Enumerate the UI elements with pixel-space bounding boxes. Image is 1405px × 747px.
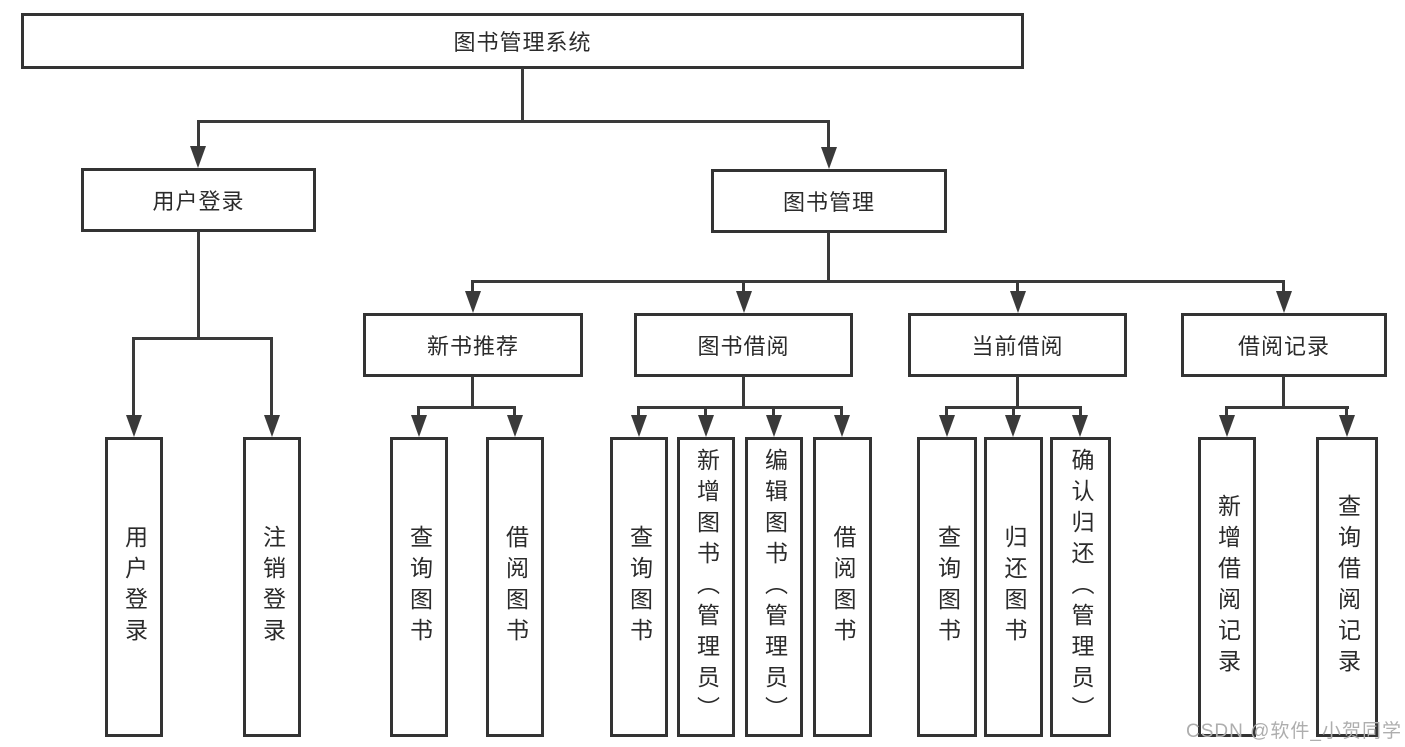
node-user-login: 用户登录 <box>81 168 316 232</box>
node-label: 编辑图书（管理员） <box>761 447 788 727</box>
connector-line <box>1225 407 1228 416</box>
arrow-down-icon <box>1005 415 1021 437</box>
connector-line <box>840 407 843 416</box>
node-library-management-system: 图书管理系统 <box>21 13 1024 69</box>
leaf-borrow-books-recommend: 借阅图书 <box>486 437 544 737</box>
leaf-return-books: 归还图书 <box>984 437 1043 737</box>
leaf-add-borrow-record: 新增借阅记录 <box>1198 437 1256 737</box>
node-borrowing-records: 借阅记录 <box>1181 313 1387 377</box>
node-book-management: 图书管理 <box>711 169 947 233</box>
arrow-down-icon <box>1219 415 1235 437</box>
connector-line <box>197 120 830 123</box>
node-label: 注销登录 <box>259 525 286 649</box>
connector-line <box>742 281 745 292</box>
leaf-query-books-recommend: 查询图书 <box>390 437 448 737</box>
arrow-down-icon <box>698 415 714 437</box>
connector-line <box>945 407 948 416</box>
arrow-down-icon <box>507 415 523 437</box>
connector-line <box>772 407 775 416</box>
node-current-borrowing: 当前借阅 <box>908 313 1127 377</box>
leaf-borrow-books: 借阅图书 <box>813 437 872 737</box>
connector-line <box>1016 376 1019 407</box>
node-label: 图书管理 <box>782 190 875 215</box>
arrow-down-icon <box>1276 291 1292 313</box>
arrow-down-icon <box>631 415 647 437</box>
connector-line <box>270 338 273 416</box>
connector-line <box>704 407 707 416</box>
node-label: 查询借阅记录 <box>1334 494 1361 680</box>
arrow-down-icon <box>411 415 427 437</box>
connector-line <box>132 338 135 416</box>
connector-line <box>1282 376 1285 407</box>
arrow-down-icon <box>1339 415 1355 437</box>
node-new-book-recommend: 新书推荐 <box>363 313 583 377</box>
node-label: 归还图书 <box>1001 525 1027 649</box>
leaf-confirm-return-admin: 确认归还（管理员） <box>1050 437 1111 737</box>
node-label: 查询图书 <box>934 525 961 649</box>
connector-line <box>513 407 516 416</box>
node-label: 查询图书 <box>406 525 433 649</box>
connector-line <box>1012 407 1015 416</box>
csdn-watermark: CSDN @软件_小贺同学 <box>1186 721 1402 742</box>
connector-line <box>637 407 640 416</box>
node-label: 图书借阅 <box>697 334 790 359</box>
arrow-down-icon <box>264 415 280 437</box>
connector-line <box>827 232 830 281</box>
node-label: 借阅记录 <box>1237 334 1330 359</box>
connector-line <box>197 231 200 338</box>
connector-line <box>417 407 420 416</box>
leaf-user-login: 用户登录 <box>105 437 163 737</box>
leaf-query-books-borrowing: 查询图书 <box>610 437 668 737</box>
arrow-down-icon <box>126 415 142 437</box>
arrow-down-icon <box>1010 291 1026 313</box>
leaf-query-borrow-record: 查询借阅记录 <box>1316 437 1378 737</box>
leaf-logout: 注销登录 <box>243 437 301 737</box>
arrow-down-icon <box>736 291 752 313</box>
node-label: 用户登录 <box>152 189 245 214</box>
connector-line <box>132 337 273 340</box>
node-label: 用户登录 <box>121 525 148 649</box>
node-label: 确认归还（管理员） <box>1068 447 1094 727</box>
connector-line <box>471 281 474 292</box>
connector-line <box>1345 407 1348 416</box>
connector-line <box>417 406 516 409</box>
arrow-down-icon <box>465 291 481 313</box>
node-label: 借阅图书 <box>830 525 856 649</box>
node-label: 借阅图书 <box>502 525 529 649</box>
node-label: 当前借阅 <box>971 334 1064 359</box>
connector-line <box>1079 407 1082 416</box>
node-label: 查询图书 <box>626 525 653 649</box>
connector-line <box>1225 406 1349 409</box>
connector-line <box>1016 281 1019 292</box>
leaf-query-books-current: 查询图书 <box>917 437 977 737</box>
connector-line <box>471 280 1285 283</box>
connector-line <box>742 376 745 407</box>
arrow-down-icon <box>821 147 837 169</box>
leaf-edit-books-admin: 编辑图书（管理员） <box>745 437 803 737</box>
leaf-add-books-admin: 新增图书（管理员） <box>677 437 735 737</box>
connector-line <box>827 121 830 148</box>
node-label: 新增图书（管理员） <box>693 447 720 727</box>
node-label: 新增借阅记录 <box>1214 494 1241 680</box>
arrow-down-icon <box>1072 415 1088 437</box>
connector-line <box>521 68 524 121</box>
connector-line <box>1282 281 1285 292</box>
connector-line <box>197 121 200 148</box>
arrow-down-icon <box>766 415 782 437</box>
arrow-down-icon <box>939 415 955 437</box>
connector-line <box>637 406 843 409</box>
arrow-down-icon <box>190 146 206 168</box>
node-label: 新书推荐 <box>426 334 519 359</box>
connector-line <box>471 376 474 407</box>
node-book-borrowing: 图书借阅 <box>634 313 853 377</box>
node-label: 图书管理系统 <box>453 30 592 55</box>
arrow-down-icon <box>834 415 850 437</box>
